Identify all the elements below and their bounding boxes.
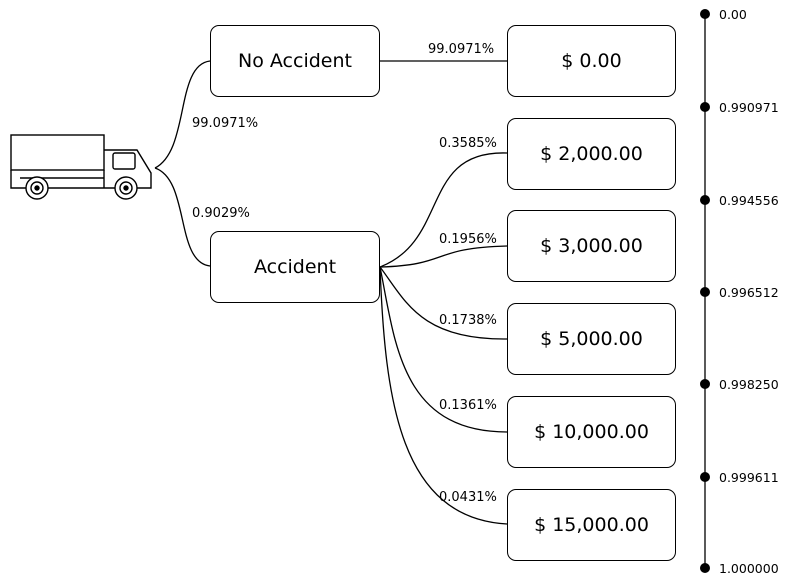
outcome-probability: 0.1738% bbox=[439, 313, 497, 328]
outcome-amount: $ 15,000.00 bbox=[534, 514, 649, 536]
axis-tick-dot bbox=[700, 287, 710, 297]
outcome-node: $ 10,000.00 bbox=[507, 396, 676, 468]
outcome-amount: $ 0.00 bbox=[561, 50, 622, 72]
connector-truck-no-accident bbox=[154, 60, 211, 169]
node-no-accident: No Accident bbox=[210, 25, 380, 97]
truck-icon bbox=[10, 134, 152, 200]
node-accident: Accident bbox=[210, 231, 380, 303]
outcome-node: $ 0.00 bbox=[507, 25, 676, 97]
connector-accident-outcome-3 bbox=[379, 266, 508, 340]
outcome-probability: 0.1956% bbox=[439, 232, 497, 247]
axis-tick-label: 0.994556 bbox=[719, 193, 779, 208]
axis-tick-dot bbox=[700, 472, 710, 482]
axis-tick-dot bbox=[700, 9, 710, 19]
branch-probability-accident: 0.9029% bbox=[192, 206, 250, 221]
axis-tick-dot bbox=[700, 379, 710, 389]
outcome-probability: 0.1361% bbox=[439, 398, 497, 413]
axis-tick-dot bbox=[700, 195, 710, 205]
connector-accident-outcome-2 bbox=[379, 245, 508, 268]
connector-accident-outcome-5 bbox=[379, 266, 508, 525]
axis-tick-label: 0.00 bbox=[719, 7, 747, 22]
outcome-probability: 0.0431% bbox=[439, 490, 497, 505]
connector-accident-outcome-4 bbox=[379, 266, 508, 433]
axis-tick-label: 0.998250 bbox=[719, 377, 779, 392]
connector-accident-outcome-1 bbox=[379, 152, 508, 268]
node-no-accident-label: No Accident bbox=[238, 50, 352, 72]
connector-truck-accident bbox=[154, 167, 211, 267]
axis-tick-label: 0.996512 bbox=[719, 285, 779, 300]
axis-tick-label: 1.000000 bbox=[719, 561, 779, 576]
outcome-node: $ 5,000.00 bbox=[507, 303, 676, 375]
outcome-node: $ 3,000.00 bbox=[507, 210, 676, 282]
outcome-amount: $ 5,000.00 bbox=[540, 328, 643, 350]
axis-tick-dot bbox=[700, 563, 710, 573]
outcome-amount: $ 3,000.00 bbox=[540, 235, 643, 257]
outcome-amount: $ 2,000.00 bbox=[540, 143, 643, 165]
branch-probability-no-accident: 99.0971% bbox=[192, 116, 259, 131]
axis-tick-label: 0.999611 bbox=[719, 470, 779, 485]
outcome-amount: $ 10,000.00 bbox=[534, 421, 649, 443]
axis-tick-dot bbox=[700, 102, 710, 112]
outcome-probability: 99.0971% bbox=[428, 42, 495, 57]
node-accident-label: Accident bbox=[253, 256, 337, 278]
outcome-node: $ 2,000.00 bbox=[507, 118, 676, 190]
axis-tick-label: 0.990971 bbox=[719, 100, 779, 115]
outcome-probability: 0.3585% bbox=[439, 136, 497, 151]
outcome-node: $ 15,000.00 bbox=[507, 489, 676, 561]
